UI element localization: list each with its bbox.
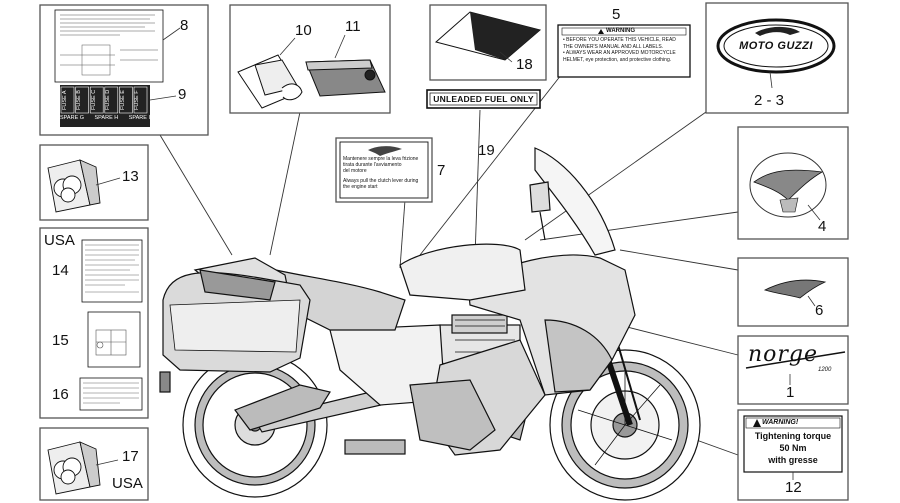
- spare-g-label: SPARE G: [60, 115, 85, 121]
- callout-10: 10: [295, 22, 312, 39]
- panel-warning-5: [557, 24, 691, 78]
- callout-5: 5: [612, 6, 621, 23]
- callout-19: 19: [478, 142, 495, 159]
- callout-14: 14: [52, 262, 69, 279]
- callout-6: 6: [815, 302, 824, 319]
- panel-kit-17: [39, 427, 149, 501]
- callout-13: 13: [122, 168, 139, 185]
- label-7-italian-line: del motore: [343, 168, 367, 174]
- fuse-cell: [104, 86, 119, 114]
- callout-1: 1: [786, 384, 795, 401]
- label-7-english-line: the engine start: [343, 184, 378, 190]
- norge-model-text: 1200: [818, 367, 832, 373]
- fuse-cell: [133, 86, 148, 114]
- unleaded-fuel-label: UNLEADED FUEL ONLY: [433, 94, 534, 104]
- side-case: [162, 269, 311, 373]
- panel-label-19: [426, 89, 541, 109]
- callout-4: 4: [818, 218, 827, 235]
- label-7-english-line: Always pull the clutch lever during: [343, 178, 419, 184]
- panel-badge-4: [737, 126, 849, 240]
- callout-9: 9: [178, 86, 187, 103]
- label-7-italian-line: tirata durante l'avviamento: [343, 162, 402, 168]
- panel-warning-12: [737, 409, 849, 501]
- fuse-a-label: FUSE A: [62, 90, 68, 110]
- fuse-c-label: FUSE C: [91, 89, 97, 111]
- warning-12-line: with gresse: [768, 455, 818, 465]
- fuse-f-label: FUSE F: [134, 90, 140, 110]
- warning-5-line: • BEFORE YOU OPERATE THIS VEHICLE, READ: [563, 37, 676, 43]
- callout-8: 8: [180, 17, 189, 34]
- fuse-e-label: FUSE E: [120, 90, 126, 110]
- warning-5-line: HELMET, eye protection, and protective c…: [563, 56, 672, 63]
- panel-usa-labels: [39, 227, 149, 419]
- panel-label-fuses: [39, 4, 209, 136]
- callout-2-3: 2 - 3: [754, 92, 785, 109]
- fuse-d-label: FUSE D: [105, 89, 111, 111]
- label-7-italian-line: Mantenere sempre la leva frizione: [343, 156, 419, 162]
- warning-12-line: Tightening torque: [754, 431, 832, 441]
- owners-manual-icon: [305, 59, 386, 97]
- norge-logo-text: norge: [748, 342, 819, 367]
- fuse-cell: [75, 86, 89, 114]
- fuse-cell: [60, 86, 75, 114]
- panel-decal-18: [429, 4, 547, 81]
- panel-logo-2-3: [705, 2, 849, 114]
- callout-15: 15: [52, 332, 69, 349]
- callout-11: 11: [345, 18, 361, 35]
- warning-12-body: Tightening torque 50 Nm with gresse: [744, 430, 842, 466]
- warning-12-title: WARNING!: [762, 419, 799, 426]
- warning-5-body: • BEFORE YOU OPERATE THIS VEHICLE, READ …: [563, 37, 687, 63]
- callout-18: 18: [516, 56, 533, 73]
- fuse-cell: [119, 86, 133, 114]
- fuse-b-label: FUSE B: [76, 90, 82, 110]
- label-7-text: Mantenere sempre la leva frizione tirata…: [343, 156, 427, 190]
- fuse-labels: FUSE A FUSE B FUSE C FUSE D FUSE E FUSE …: [62, 87, 148, 113]
- tool-pouch-icon: [237, 54, 303, 109]
- warning-5-line: THE OWNER'S MANUAL AND ALL LABELS.: [563, 43, 664, 50]
- callout-16: 16: [52, 386, 69, 403]
- warning-12-line: 50 Nm: [779, 443, 807, 453]
- spare-h-label: SPARE H: [94, 115, 119, 121]
- warning-5-line: • ALWAYS WEAR AN APPROVED MOTORCYCLE: [563, 50, 676, 56]
- moto-guzzi-logo-text: MOTO GUZZI: [739, 40, 813, 52]
- region-label-usa-top: USA: [44, 232, 75, 249]
- callout-12: 12: [785, 479, 802, 496]
- panel-label-7: [335, 137, 433, 203]
- spare-labels: SPARE G SPARE H SPARE I: [60, 115, 150, 125]
- panel-logo-1: [737, 335, 849, 405]
- callout-17: 17: [122, 448, 139, 465]
- motorcycle-illustration: [159, 147, 701, 501]
- warning-5-title: WARNING: [606, 28, 635, 34]
- panel-kit-13: [39, 144, 149, 221]
- region-label-usa-bottom: USA: [112, 475, 143, 492]
- panel-manual-kit: [229, 4, 391, 114]
- fuse-cell: [89, 86, 104, 114]
- callout-7: 7: [437, 162, 446, 179]
- panel-eagle-6: [737, 257, 849, 327]
- spare-i-label: SPARE I: [128, 115, 150, 121]
